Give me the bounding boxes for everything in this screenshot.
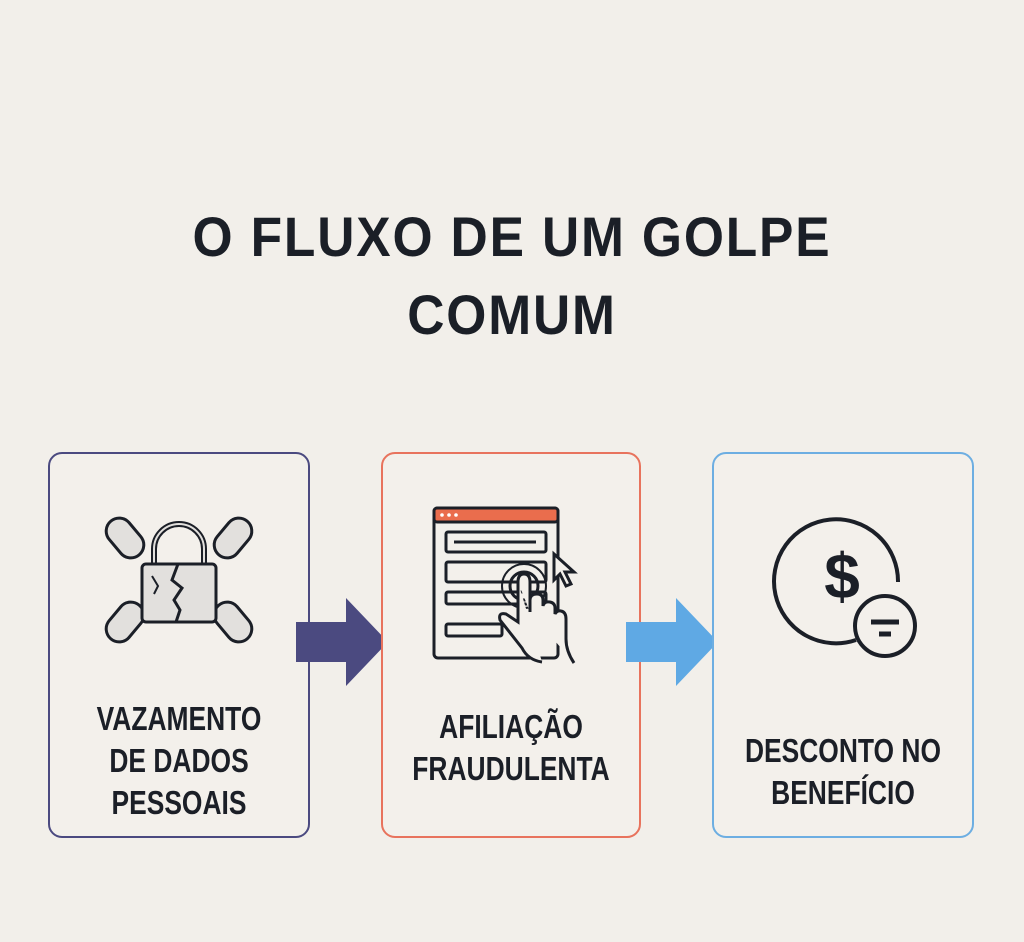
label-line: VAZAMENTO <box>96 700 262 737</box>
title-line-2: COMUM <box>407 283 617 346</box>
step-label: AFILIAÇÃO FRAUDULENTA <box>383 706 639 790</box>
svg-text:$: $ <box>824 540 860 612</box>
label-line: DE DADOS <box>109 742 249 779</box>
arrow-right-icon <box>296 598 388 686</box>
label-line: AFILIAÇÃO <box>439 708 583 745</box>
step-label: VAZAMENTO DE DADOS PESSOAIS <box>50 698 308 824</box>
label-line: BENEFÍCIO <box>771 774 915 811</box>
broken-padlock-chains-icon <box>104 516 254 644</box>
step-label: DESCONTO NO BENEFÍCIO <box>714 730 972 814</box>
title-line-1: O FLUXO DE UM GOLPE <box>192 205 832 268</box>
page-title: O FLUXO DE UM GOLPE COMUM <box>0 198 1024 354</box>
step-benefit-discount: $ DESCONTO NO BENEFÍCIO <box>712 452 974 838</box>
browser-form-click-icon <box>432 506 578 664</box>
label-line: FRAUDULENTA <box>412 750 610 787</box>
coin-minus-icon: $ <box>772 517 917 658</box>
step-fraudulent-affiliation: AFILIAÇÃO FRAUDULENTA <box>381 452 641 838</box>
step-data-leak: VAZAMENTO DE DADOS PESSOAIS <box>48 452 310 838</box>
label-line: DESCONTO NO <box>744 732 942 769</box>
label-line: PESSOAIS <box>111 784 247 821</box>
arrow-right-icon <box>626 598 718 686</box>
